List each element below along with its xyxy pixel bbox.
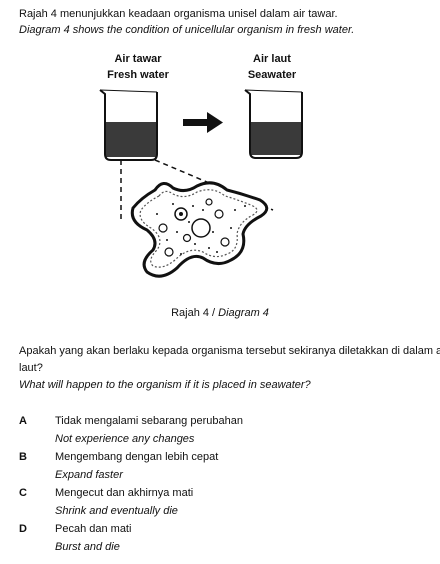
option-malay: Tidak mengalami sebarang perubahan	[55, 415, 243, 427]
option-letter: B	[19, 451, 27, 463]
diagram-caption: Rajah 4 / Diagram 4	[0, 307, 440, 319]
seawater-label-english: Seawater	[247, 69, 297, 81]
option-english: Expand faster	[55, 469, 123, 481]
caption-english: Diagram 4	[218, 307, 269, 319]
seawater-label-malay: Air laut	[253, 53, 291, 65]
right-arrow-icon	[183, 112, 223, 133]
intro-english: Diagram 4 shows the condition of unicell…	[19, 24, 355, 36]
fresh-water-label-malay: Air tawar	[114, 53, 162, 65]
fresh-water-beaker	[99, 89, 158, 161]
question-malay-line2: laut?	[19, 362, 43, 374]
option-english: Burst and die	[55, 541, 120, 553]
option-english: Shrink and eventually die	[55, 505, 178, 517]
caption-malay: Rajah 4 /	[171, 307, 219, 319]
option-letter: D	[19, 523, 27, 535]
option-malay: Mengembang dengan lebih cepat	[55, 451, 219, 463]
amoeba-organism	[130, 181, 269, 278]
option-letter: C	[19, 487, 27, 499]
option-english: Not experience any changes	[55, 433, 195, 445]
question-malay-line1: Apakah yang akan berlaku kepada organism…	[19, 345, 440, 357]
seawater-beaker	[244, 89, 303, 159]
fresh-water-label-english: Fresh water	[107, 69, 169, 81]
intro-malay: Rajah 4 menunjukkan keadaan organisma un…	[19, 8, 338, 20]
diagram-figure	[99, 89, 303, 278]
question-english: What will happen to the organism if it i…	[19, 379, 311, 391]
option-malay: Pecah dan mati	[55, 523, 132, 535]
option-malay: Mengecut dan akhirnya mati	[55, 487, 194, 499]
option-letter: A	[19, 415, 27, 427]
